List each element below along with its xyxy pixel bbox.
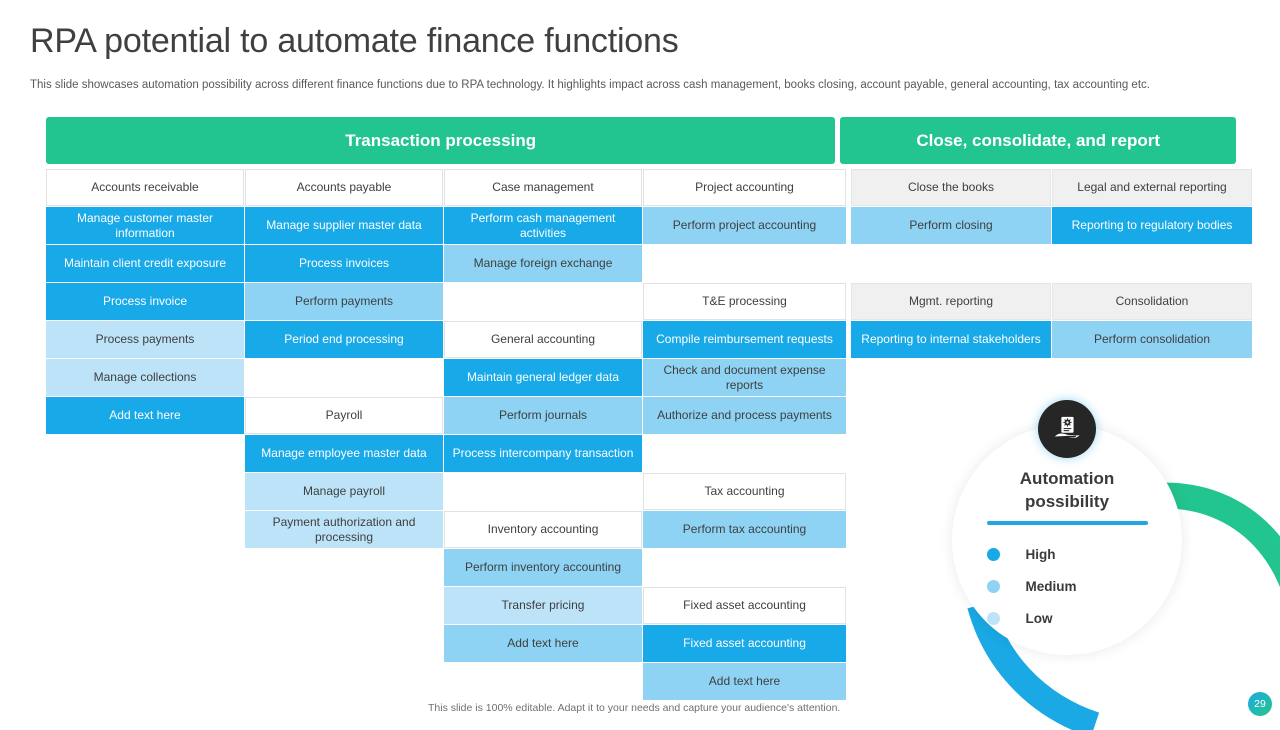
legend-dot-icon [986,580,1000,594]
matrix-cell[interactable]: Perform project accounting [643,207,846,244]
matrix-cell[interactable]: Fixed asset accounting [643,587,846,624]
matrix-cell[interactable]: Perform journals [444,397,642,434]
legend-dot-icon [986,548,1000,562]
legend-dot-icon [986,612,1000,626]
matrix-cell[interactable]: Authorize and process payments [643,397,846,434]
matrix-cell[interactable]: Add text here [444,625,642,662]
matrix-cell-empty [643,245,846,282]
page-subtitle: This slide showcases automation possibil… [30,79,1150,91]
legend-title-line2: possibility [1024,491,1110,511]
matrix-cell[interactable]: Period end processing [245,321,443,358]
matrix-cell-empty [444,283,642,320]
matrix-cell[interactable]: Manage employee master data [245,435,443,472]
matrix-cell[interactable]: Payment authorization and processing [245,511,443,548]
matrix-cell[interactable]: Add text here [643,663,846,700]
matrix-cell[interactable]: Perform closing [851,207,1051,244]
matrix-cell[interactable]: Manage customer master information [46,207,244,244]
matrix-cell-empty [851,245,1051,282]
matrix-cell[interactable]: Payroll [245,397,443,434]
matrix-cell[interactable]: Consolidation [1052,283,1252,320]
legend-item-label: High [1025,547,1056,563]
legend-item-label: Low [1025,611,1053,627]
matrix-cell[interactable]: Manage foreign exchange [444,245,642,282]
matrix-cell[interactable]: Perform tax accounting [643,511,846,548]
legend-item-medium: Medium [986,571,1148,603]
legend-item-high: High [986,539,1148,571]
matrix-cell[interactable]: Process invoice [46,283,244,320]
column-header: Legal and external reporting [1052,169,1252,206]
legend-title-line1: Automation [1019,469,1115,488]
matrix-cell[interactable]: Perform cash management activities [444,207,642,244]
matrix-cell[interactable]: Process intercompany transaction [444,435,642,472]
hand-holding-document-icon [1054,416,1080,439]
matrix-cell-empty [245,359,443,396]
matrix-cell[interactable]: Perform inventory accounting [444,549,642,586]
matrix-cell-empty [643,549,846,586]
matrix-cell[interactable]: Perform consolidation [1052,321,1252,358]
legend-icon-badge [1038,400,1096,458]
matrix-cell[interactable]: Check and document expense reports [643,359,846,396]
matrix-cell[interactable]: Process payments [46,321,244,358]
column-header: Close the books [851,169,1051,206]
matrix-cell[interactable]: Tax accounting [643,473,846,510]
matrix-cell[interactable]: Maintain general ledger data [444,359,642,396]
matrix-cell[interactable]: Manage collections [46,359,244,396]
legend-title: Automation possibility [1020,468,1114,514]
matrix-cell[interactable]: Perform payments [245,283,443,320]
page-number-badge: 29 [1248,692,1272,716]
column-header: Accounts payable [245,169,443,206]
matrix-cell[interactable]: Transfer pricing [444,587,642,624]
matrix-cell[interactable]: Inventory accounting [444,511,642,548]
legend-item-label: Medium [1025,579,1077,595]
matrix-cell[interactable]: Maintain client credit exposure [46,245,244,282]
matrix-cell[interactable]: T&E processing [643,283,846,320]
matrix-cell-empty [643,435,846,472]
matrix-cell[interactable]: Mgmt. reporting [851,283,1051,320]
column-header: Accounts receivable [46,169,244,206]
group-header-1: Transaction processing [46,117,836,164]
matrix-cell[interactable]: Manage payroll [245,473,443,510]
column-header: Case management [444,169,642,206]
matrix-cell[interactable]: Process invoices [245,245,443,282]
matrix-cell[interactable]: Compile reimbursement requests [643,321,846,358]
page-title: RPA potential to automate finance functi… [30,22,679,60]
matrix-cell[interactable]: Reporting to internal stakeholders [851,321,1051,358]
matrix-cell-empty [444,473,642,510]
matrix-cell[interactable]: Manage supplier master data [245,207,443,244]
legend-item-low: Low [986,603,1148,635]
footer-note: This slide is 100% editable. Adapt it to… [428,702,841,714]
matrix-cell[interactable]: Reporting to regulatory bodies [1052,207,1252,244]
matrix-cell[interactable]: Fixed asset accounting [643,625,846,662]
legend-underline [986,520,1148,525]
matrix-cell[interactable]: General accounting [444,321,642,358]
group-header-2: Close, consolidate, and report [840,117,1236,164]
column-header: Project accounting [643,169,846,206]
matrix-cell-empty [1052,245,1252,282]
matrix-cell[interactable]: Add text here [46,397,244,434]
